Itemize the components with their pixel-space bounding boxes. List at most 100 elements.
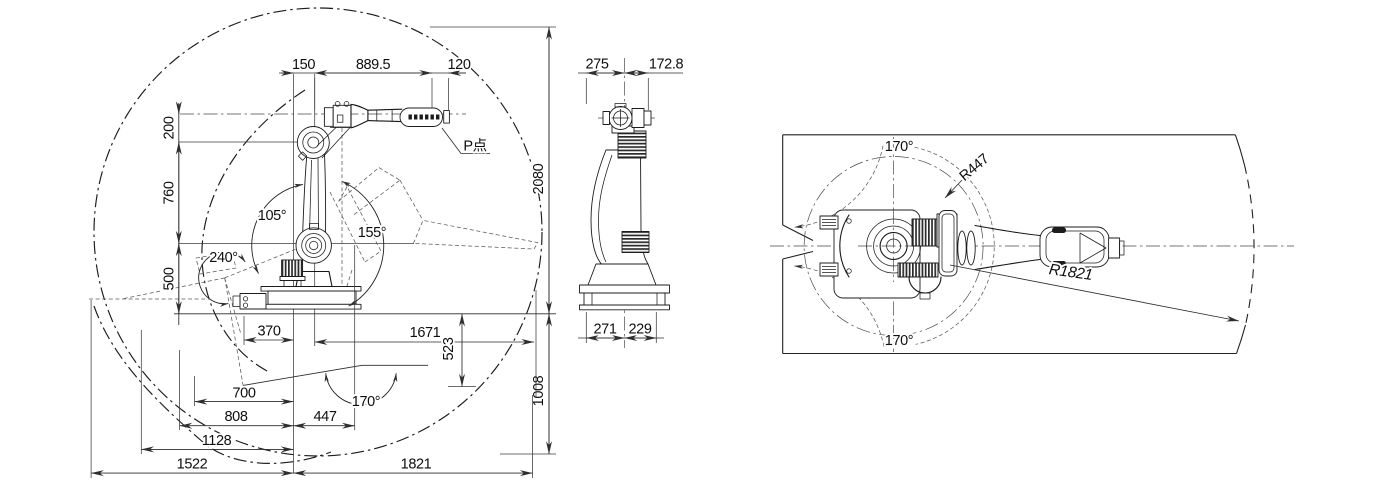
border-arc-solid-top <box>1234 134 1246 166</box>
top-lower-tab <box>919 292 931 300</box>
dim-text-200: 200 <box>162 116 178 139</box>
top-end-tip <box>1119 240 1125 256</box>
top-turret-ring-4 <box>886 238 901 254</box>
motor-bump-2 <box>343 101 350 107</box>
rotation-arc-upper <box>794 145 884 229</box>
elbow-diamond <box>297 151 308 161</box>
forearm-down-position <box>329 182 382 303</box>
side-right-dimension-chain: 2080 1008 <box>430 26 556 455</box>
front-base-body <box>583 292 666 306</box>
p-point-label: P点 <box>463 138 486 155</box>
dim-text-275: 275 <box>586 57 609 73</box>
dim-text-229: 229 <box>629 322 652 338</box>
side-angle-arcs <box>198 181 385 307</box>
top-motor-striped <box>911 218 938 247</box>
top-end-flange <box>1108 237 1121 259</box>
front-robot <box>579 103 670 311</box>
top-flange-cone <box>1079 232 1107 264</box>
base-connector-tab <box>232 295 241 307</box>
top-angle-labels: 170° 170° <box>883 137 916 351</box>
p-point-leader: P点 <box>441 127 490 157</box>
wrist-motor-flange <box>323 107 334 127</box>
side-lowest-point-lines <box>243 364 428 405</box>
dim-text-1671: 1671 <box>410 325 441 341</box>
top-arm-taper <box>974 224 1041 271</box>
front-wrist-block-2 <box>643 110 652 126</box>
top-arm-root-inner <box>941 213 955 273</box>
side-angle-labels: 105° 155° 240° 170° <box>207 206 388 412</box>
elbow-ring-1 <box>302 131 325 154</box>
dim-text-370: 370 <box>258 324 281 340</box>
dim-text-447: 447 <box>314 409 337 425</box>
front-pedestal <box>587 263 657 286</box>
arm-tube <box>367 108 403 123</box>
motor1-flange <box>279 276 306 281</box>
envelope-lower-lobe <box>93 305 332 464</box>
side-left-dimension-chain: 200 760 500 <box>160 101 182 325</box>
side-lower-arm <box>302 152 327 239</box>
side-work-envelope <box>93 7 543 464</box>
dim-text-1522: 1522 <box>177 457 208 473</box>
dim-text-500: 500 <box>162 267 178 290</box>
angle-170-arc <box>324 372 398 405</box>
front-top-dimension-chain: 275 172.8 <box>578 55 686 110</box>
side-axis1-motor <box>279 259 306 287</box>
column-ribs <box>309 157 319 235</box>
r447-leader <box>944 179 963 199</box>
angle-text-105: 105° <box>258 208 286 224</box>
dim-text-1008: 1008 <box>531 375 547 406</box>
top-connector-lines <box>822 219 836 273</box>
motor-detail <box>336 114 344 123</box>
dim-text-760: 760 <box>162 181 178 204</box>
front-motor-upper <box>617 130 647 159</box>
angle-105-arc <box>251 183 304 274</box>
rotation-circle-inner <box>803 156 984 336</box>
top-wrist-pad-2 <box>1052 261 1066 267</box>
top-rotation-circles <box>794 145 995 347</box>
front-wrist-top <box>614 103 627 108</box>
wrist-motor-housing <box>332 104 352 128</box>
gusset-lines <box>316 127 351 159</box>
side-robot <box>232 101 450 310</box>
angle-text-155: 155° <box>358 225 386 241</box>
down-reach-line <box>243 364 428 386</box>
arm-bell <box>350 103 369 129</box>
top-turret-ring-3 <box>879 231 908 261</box>
top-base-fan <box>839 214 850 278</box>
dim-text-120: 120 <box>448 57 471 73</box>
base-top-plate <box>260 286 362 292</box>
side-shoulder-joint <box>295 223 332 264</box>
elbow-ring-2 <box>307 136 320 149</box>
top-arm-slot-1 <box>957 230 967 266</box>
angle-text-240: 240° <box>209 250 237 266</box>
elbow-housing <box>296 126 330 159</box>
front-bottom-dimension-chain: 271 229 <box>578 312 664 343</box>
envelope-outer-circle <box>93 7 543 457</box>
rotation-arc-right <box>914 146 995 345</box>
base-body <box>267 290 357 305</box>
top-base-screw-2 <box>846 268 852 274</box>
top-view: R447 R1821 170° 170° <box>770 134 1294 355</box>
side-top-dimension-chain: 150 889.5 120 <box>279 55 473 110</box>
arm-seams <box>376 109 393 122</box>
top-lower-block <box>897 262 939 278</box>
front-motor-mid <box>621 231 650 253</box>
forearm-up-position <box>338 167 401 215</box>
side-bottom-dimension-chains: 370 1671 523 700 808 447 1128 1522 1821 <box>90 245 537 478</box>
front-column-rib <box>598 154 613 263</box>
angle-155-arc <box>341 181 385 307</box>
r447-label: R447 <box>957 151 993 185</box>
front-view: 275 172.8 <box>578 55 686 348</box>
front-wrist-cross <box>611 109 630 127</box>
dim-text-523: 523 <box>441 337 457 360</box>
dim-text-1128: 1128 <box>202 433 232 449</box>
shoulder-ring-3 <box>309 240 319 251</box>
front-wrist-cap <box>602 111 610 125</box>
front-base-plate <box>579 304 670 311</box>
dim-text-271: 271 <box>594 322 617 338</box>
p-point-leader-line <box>441 127 490 154</box>
motor-bump-1 <box>334 101 341 107</box>
motor1-pedestal <box>283 280 302 287</box>
